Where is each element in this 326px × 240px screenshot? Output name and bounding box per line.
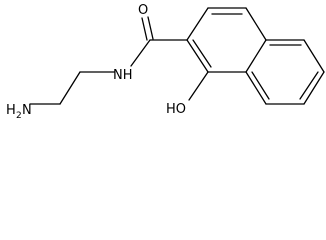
bond-ring-hydroxyl bbox=[188, 71, 209, 101]
amine-n-label: N bbox=[22, 103, 32, 118]
carbonyl-double-bond bbox=[141, 16, 154, 41]
molecule-drawing: O NH HO H 2 N bbox=[6, 3, 325, 121]
carbonyl-oxygen-label: O bbox=[138, 3, 148, 18]
amine-subscript-label: 2 bbox=[16, 111, 22, 121]
amide-nitrogen-label: NH bbox=[113, 68, 133, 83]
amine-h-label: H bbox=[6, 103, 16, 118]
bond-ch2-ch2 bbox=[59, 71, 81, 105]
amine-label: H 2 N bbox=[6, 103, 32, 121]
hydroxyl-label: HO bbox=[166, 102, 186, 117]
bond-carbonyl-nitrogen bbox=[130, 39, 151, 67]
naphthalene-ring-a bbox=[186, 7, 267, 73]
naphthalene-ring-b bbox=[245, 39, 325, 105]
structure-canvas: O NH HO H 2 N bbox=[6, 3, 325, 121]
